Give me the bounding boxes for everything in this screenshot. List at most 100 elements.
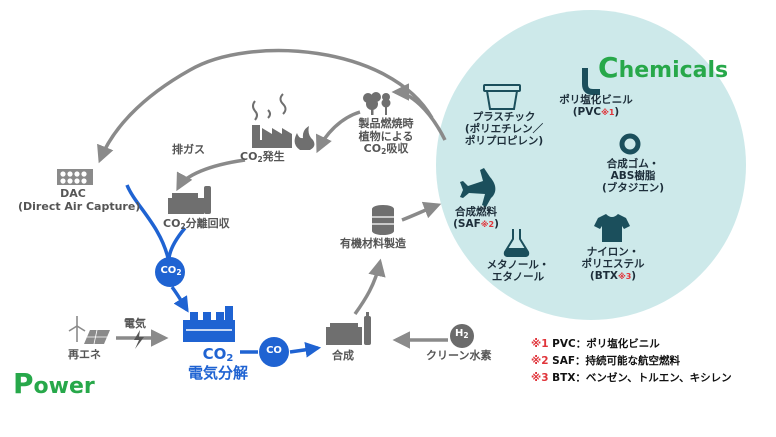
co-bubble — [259, 337, 289, 367]
nylon-label: ナイロン・ ポリエステル (BTX※3) — [576, 246, 650, 282]
co2-separation-label: CO2分離回収 — [163, 217, 230, 232]
nylon-line3-pre: (BTX — [589, 270, 618, 283]
hydrogen-icon-label: H2 — [455, 328, 469, 341]
fuel-line2-post: ) — [494, 218, 499, 231]
hydrogen-sub: 2 — [463, 331, 469, 340]
fuel-line1: 合成燃料 — [455, 206, 497, 218]
arrow-absorb-to-co2-generation — [315, 110, 361, 154]
hydrogen-icon — [450, 324, 474, 348]
chemicals-title-rest: hemicals — [618, 58, 729, 83]
absorption-line3-post: 吸収 — [386, 142, 409, 156]
electricity-label: 電気 — [124, 317, 146, 330]
arrow-co-to-synthesis — [289, 341, 322, 358]
co2-bubble — [155, 257, 185, 287]
co2-generation-label: CO2発生 — [240, 150, 285, 165]
airplane-icon — [460, 168, 496, 207]
absorption-line3-sub: 2 — [381, 147, 387, 157]
electrolysis-label: CO2 電気分解 — [178, 345, 258, 382]
plastic-container-icon — [483, 84, 521, 110]
electrolysis-line2: 電気分解 — [187, 363, 248, 382]
fuel-line2-mark: ※2 — [480, 220, 495, 230]
co2-separation-main: CO — [163, 217, 181, 230]
absorption-label: 製品燃焼時 植物による CO2吸収 — [348, 117, 424, 157]
dac-label-line1: DAC — [60, 187, 86, 200]
exhaust-label: 排ガス — [172, 143, 205, 156]
nylon-line3-mark: ※3 — [617, 272, 632, 282]
synthetic-fuel-label: 合成燃料 (SAF※2) — [446, 206, 506, 230]
co2-bubble-sub: 2 — [176, 268, 182, 277]
pvc-line2-post: ) — [614, 106, 620, 119]
power-title-initial: P — [13, 367, 34, 400]
separation-plant-icon — [168, 186, 211, 214]
footnote-3: ※3 BTX：ベンゼン、トルエン、キシレン — [531, 370, 732, 385]
alcohol-label: メタノール・ エタノール — [483, 259, 553, 283]
t-shirt-icon — [594, 214, 630, 242]
arrow-synthesis-to-manufacture — [353, 258, 386, 316]
factory-smoke-icon — [252, 93, 292, 148]
pvc-label: ポリ塩化ビニル (PVC※1) — [551, 94, 641, 118]
co2-generation-main: CO — [240, 150, 258, 163]
absorption-line2: 植物による — [358, 129, 414, 143]
wind-turbine-icon — [68, 316, 86, 342]
pvc-line1: ポリ塩化ビニル — [559, 94, 633, 106]
alcohol-line1: メタノール・ — [486, 259, 550, 271]
dac-label: DAC (Direct Air Capture) — [18, 187, 141, 213]
rubber-line2: ABS樹脂 — [610, 170, 656, 183]
plastic-label: プラスチック (ポリエチレン／ ポリプロピレン) — [452, 111, 556, 147]
arrow-co2-to-electrolysis — [170, 285, 189, 313]
footnote-1-text: PVC：ポリ塩化ビニル — [552, 338, 660, 350]
pvc-line2-mark: ※1 — [601, 108, 615, 118]
power-title: Power — [13, 367, 95, 400]
electrolysis-plant-icon — [183, 306, 235, 342]
renewable-label: 再エネ — [68, 348, 101, 361]
chemicals-zone — [436, 10, 746, 320]
co2-separation-post: 分離回収 — [185, 217, 230, 230]
arrow-dac-to-co2 — [125, 184, 170, 259]
arrow-manufacture-to-chemicals — [401, 201, 442, 222]
power-title-rest: ower — [33, 374, 95, 399]
rubber-line1: 合成ゴム・ — [606, 158, 660, 170]
co2-separation-sub: 2 — [180, 222, 186, 231]
co2-bubble-main: CO — [160, 265, 177, 276]
chemicals-title: Chemicals — [598, 51, 729, 84]
storage-tank-icon — [372, 205, 394, 235]
footnote-1: ※1 PVC：ポリ塩化ビニル — [531, 336, 660, 351]
hydrogen-main: H — [455, 328, 464, 339]
flask-icon — [503, 229, 530, 257]
electrolysis-line1-main: CO — [202, 345, 227, 363]
electrolysis-line1-sub: 2 — [226, 353, 234, 364]
rubber-label: 合成ゴム・ ABS樹脂 (ブタジエン) — [598, 158, 668, 194]
footnote-3-text: BTX：ベンゼン、トルエン、キシレン — [552, 372, 732, 384]
absorption-line3-main: CO — [363, 142, 382, 156]
solar-panel-icon — [84, 329, 110, 345]
arrow-products-to-absorb — [391, 83, 447, 141]
dac-label-line2: (Direct Air Capture) — [18, 199, 141, 213]
footnote-2-text: SAF：持続可能な航空燃料 — [552, 355, 681, 367]
nylon-line3-post: ) — [631, 270, 637, 283]
organic-manufacture-label: 有機材料製造 — [340, 237, 406, 250]
ring-icon — [619, 133, 641, 155]
rubber-line3: (ブタジエン) — [601, 182, 665, 195]
footnote-2-mark: ※2 — [531, 355, 549, 367]
co2-generation-post: 発生 — [262, 150, 285, 163]
plastic-line1: プラスチック — [472, 111, 536, 123]
fire-icon — [294, 126, 315, 150]
footnote-3-mark: ※3 — [531, 372, 549, 384]
co2-generation-sub: 2 — [257, 155, 263, 164]
footnote-2: ※2 SAF：持続可能な航空燃料 — [531, 353, 680, 368]
nylon-line1: ナイロン・ — [586, 246, 640, 258]
co2-bubble-label: CO2 — [157, 265, 185, 278]
synthesis-label: 合成 — [332, 349, 354, 362]
dac-unit-icon — [57, 169, 93, 185]
nylon-line2: ポリエステル — [581, 258, 645, 271]
pipe-icon — [582, 68, 600, 95]
lightning-icon — [134, 330, 144, 349]
synthesis-plant-icon — [326, 312, 371, 345]
arrow-separation-to-co2 — [167, 226, 187, 259]
pvc-line2-pre: (PVC — [572, 106, 602, 119]
footnote-1-mark: ※1 — [531, 338, 549, 350]
arrow-atmosphere-to-dac — [97, 48, 434, 164]
arrow-co2-generation-to-separation — [176, 158, 246, 192]
trees-icon — [363, 92, 391, 115]
